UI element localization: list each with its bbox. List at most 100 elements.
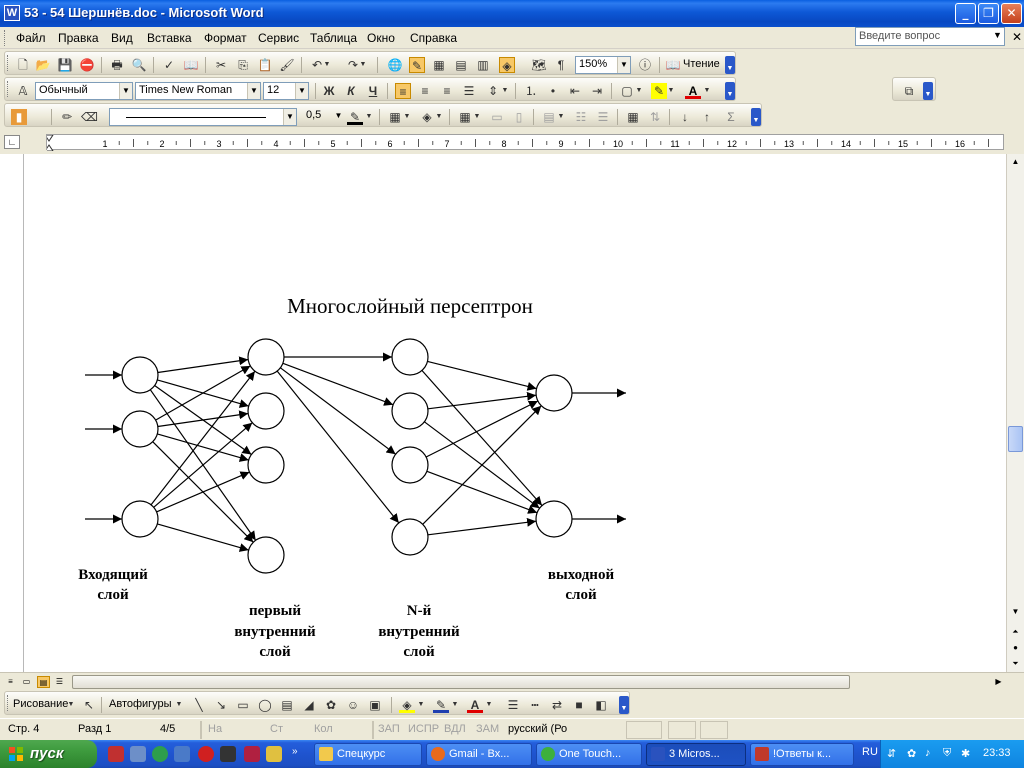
merge-cells-icon[interactable]: ▭ xyxy=(491,110,503,124)
menu-tools[interactable]: Сервис xyxy=(258,31,300,45)
select-objects-icon[interactable]: ↖ xyxy=(83,698,95,712)
outline-view-icon[interactable]: ☰ xyxy=(55,677,64,686)
toolbar-options-icon[interactable]: ▼ xyxy=(619,696,629,714)
text-color-icon[interactable]: A xyxy=(467,697,483,713)
autoshapes-menu[interactable]: Автофигуры xyxy=(109,698,172,710)
insert-table-icon[interactable]: ▦ xyxy=(433,58,445,72)
underline-button[interactable]: Ч xyxy=(368,84,378,98)
fill-color-dropdown-icon[interactable]: ▼ xyxy=(417,701,425,708)
print-icon[interactable]: 🖶 xyxy=(111,58,123,72)
toolbar-menu-icon[interactable]: ▮ xyxy=(11,109,27,125)
outside-border-icon[interactable]: ▦ xyxy=(389,110,401,124)
document-close-icon[interactable]: ✕ xyxy=(1012,30,1023,44)
start-button[interactable]: пуск xyxy=(0,740,97,768)
textbox-tool-icon[interactable]: ▤ xyxy=(281,698,293,712)
print-preview-icon[interactable]: 🔍 xyxy=(131,58,147,72)
border-color-dropdown-icon[interactable]: ▼ xyxy=(365,113,373,120)
quicklaunch-tool-icon[interactable] xyxy=(266,746,282,762)
horizontal-scroll-thumb[interactable] xyxy=(72,675,850,689)
align-cell-icon[interactable]: ▤ xyxy=(543,110,555,124)
outside-border-dropdown-icon[interactable]: ▼ xyxy=(403,113,411,120)
justify-icon[interactable]: ☰ xyxy=(463,84,475,98)
menu-help[interactable]: Справка xyxy=(410,31,458,45)
line-spacing-dropdown-icon[interactable]: ▼ xyxy=(501,87,509,94)
task-button-folder[interactable]: Спецкурс xyxy=(314,743,422,766)
research-icon[interactable]: 📖 xyxy=(183,58,199,72)
minimize-button[interactable]: _ xyxy=(955,3,976,24)
menu-format[interactable]: Формат xyxy=(204,31,247,45)
line-style-icon[interactable]: ☰ xyxy=(507,698,519,712)
drawing-icon[interactable]: ◈ xyxy=(499,57,515,73)
highlight-icon[interactable]: ✎ xyxy=(651,83,667,99)
styles-pane-icon[interactable]: 𝔸 xyxy=(18,84,28,98)
redo-icon[interactable]: ↷ xyxy=(347,58,359,72)
task-button-onetouch[interactable]: One Touch... xyxy=(536,743,642,766)
align-cell-dropdown-icon[interactable]: ▼ xyxy=(557,113,565,120)
font-select[interactable]: Times New Roman ▼ xyxy=(135,82,261,100)
menu-view[interactable]: Вид xyxy=(111,31,133,45)
word-app-icon[interactable]: W xyxy=(4,5,20,21)
task-button-answers[interactable]: !Ответы к... xyxy=(750,743,854,766)
next-page-icon[interactable]: ⏷ xyxy=(1012,659,1019,668)
split-cells-icon[interactable]: ▯ xyxy=(515,110,523,124)
line-style-dropdown-icon[interactable]: ▼ xyxy=(283,109,296,125)
tables-borders-icon[interactable]: ✎ xyxy=(409,57,425,73)
copy-icon[interactable]: ⎘ xyxy=(238,58,248,72)
line-color-icon[interactable]: ✎ xyxy=(433,697,449,713)
italic-button[interactable]: К xyxy=(347,84,355,98)
line-weight-dropdown-icon[interactable]: ▼ xyxy=(334,111,343,120)
menu-file[interactable]: Файл xyxy=(16,31,46,45)
task-button-word[interactable]: 3 Micros... xyxy=(646,743,746,766)
shading-icon[interactable]: ◈ xyxy=(422,110,432,124)
quicklaunch-search-icon[interactable] xyxy=(220,746,236,762)
network-icon[interactable]: ⇵ xyxy=(887,748,897,760)
border-icon[interactable]: ▢ xyxy=(621,84,633,98)
toolbar-options-icon[interactable]: ▼ xyxy=(751,108,761,126)
sort-descending-icon[interactable]: ↑ xyxy=(704,110,710,124)
drawing-dropdown-icon[interactable]: ▼ xyxy=(67,701,75,708)
wordart-icon[interactable]: ◢ xyxy=(304,698,314,712)
format-painter-icon[interactable]: 🖌 xyxy=(279,58,295,72)
vertical-scroll-thumb[interactable] xyxy=(1008,426,1023,452)
status-track-changes[interactable]: ИСПР xyxy=(408,723,440,735)
border-dropdown-icon[interactable]: ▼ xyxy=(635,87,643,94)
normal-view-icon[interactable]: ≡ xyxy=(8,677,13,686)
cut-icon[interactable]: ✂ xyxy=(215,58,227,72)
align-right-icon[interactable]: ≡ xyxy=(443,84,451,98)
toolbar-grip[interactable] xyxy=(7,81,10,97)
arrow-tool-icon[interactable]: ↘ xyxy=(215,698,227,712)
ask-question-input[interactable]: Введите вопрос xyxy=(855,27,1005,46)
quicklaunch-explorer-icon[interactable] xyxy=(174,746,190,762)
task-pane-icon[interactable]: ⧉ xyxy=(904,84,914,98)
status-record-macro[interactable]: ЗАП xyxy=(378,723,400,735)
menu-table[interactable]: Таблица xyxy=(310,31,358,45)
menu-window[interactable]: Окно xyxy=(367,31,395,45)
autoformat-icon[interactable]: ▦ xyxy=(627,110,639,124)
shading-dropdown-icon[interactable]: ▼ xyxy=(435,113,443,120)
oval-tool-icon[interactable]: ◯ xyxy=(258,698,272,712)
align-left-icon[interactable]: ≡ xyxy=(395,83,411,99)
quicklaunch-browser-icon[interactable] xyxy=(152,746,168,762)
quicklaunch-media-icon[interactable] xyxy=(244,746,260,762)
task-button-firefox[interactable]: Gmail - Вх... xyxy=(426,743,532,766)
autoshapes-dropdown-icon[interactable]: ▼ xyxy=(175,701,183,708)
numbering-icon[interactable]: ⒈ xyxy=(524,84,537,98)
tray-app-icon[interactable]: ✿ xyxy=(907,748,917,760)
ask-dropdown-icon[interactable]: ▼ xyxy=(993,30,1002,40)
hyperlink-icon[interactable]: 🌐 xyxy=(387,58,403,72)
print-layout-icon[interactable]: ▤ xyxy=(37,676,50,688)
show-hide-icon[interactable]: ¶ xyxy=(557,58,565,72)
arrow-style-icon[interactable]: ⇄ xyxy=(551,698,563,712)
insert-table-dropdown-icon[interactable]: ▼ xyxy=(473,113,481,120)
permission-icon[interactable]: ⛔ xyxy=(79,58,95,72)
font-color-icon[interactable]: A xyxy=(685,83,701,99)
font-size-select[interactable]: 12 ▼ xyxy=(263,82,309,100)
font-dropdown-icon[interactable]: ▼ xyxy=(247,83,260,99)
font-size-dropdown-icon[interactable]: ▼ xyxy=(295,83,308,99)
close-button[interactable]: ✕ xyxy=(1001,3,1022,24)
undo-dropdown-icon[interactable]: ▼ xyxy=(323,61,331,68)
drawing-menu[interactable]: Рисование xyxy=(13,698,69,710)
border-color-icon[interactable]: ✎ xyxy=(347,109,363,125)
help-icon[interactable]: ⓘ xyxy=(638,58,651,72)
